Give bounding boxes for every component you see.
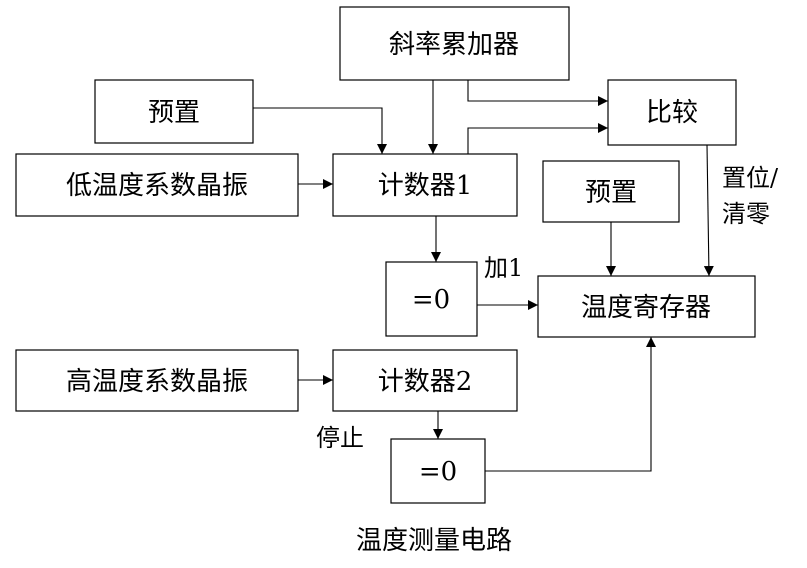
block-temp-register: 温度寄存器: [537, 275, 756, 338]
svg-text:=0: =0: [412, 285, 450, 315]
svg-text:=0: =0: [419, 457, 457, 487]
wire-zero-detect2-to-register: [485, 337, 656, 472]
block-high-temp-oscillator: 高温度系数晶振: [15, 349, 299, 412]
block-counter2: 计数器2: [332, 349, 518, 412]
wire-accumulator-to-compare: [467, 80, 608, 106]
svg-text:计数器1: 计数器1: [378, 171, 473, 201]
wire-compare-to-register: [703, 144, 714, 277]
block-slope-accumulator: 斜率累加器: [339, 6, 570, 81]
block-compare: 比较: [607, 79, 737, 146]
svg-text:比较: 比较: [646, 98, 698, 128]
block-zero-detect2: =0: [390, 438, 486, 504]
svg-text:低温度系数晶振: 低温度系数晶振: [66, 171, 248, 201]
label-set-clear-line1: 置位/: [722, 164, 779, 192]
svg-text:斜率累加器: 斜率累加器: [389, 30, 519, 60]
wire-preset-to-counter1: [253, 107, 387, 154]
block-counter1: 计数器1: [332, 153, 518, 217]
block-low-temp-oscillator: 低温度系数晶振: [15, 153, 299, 217]
svg-text:温度寄存器: 温度寄存器: [581, 293, 711, 323]
label-set-clear-line2: 清零: [722, 200, 770, 228]
block-preset-right: 预置: [542, 160, 680, 223]
label-increment: 加1: [484, 254, 523, 282]
svg-text:计数器2: 计数器2: [378, 367, 473, 397]
svg-text:高温度系数晶振: 高温度系数晶振: [66, 367, 248, 397]
block-preset-top: 预置: [94, 79, 254, 144]
diagram-caption: 温度测量电路: [356, 526, 512, 556]
svg-text:预置: 预置: [585, 178, 637, 208]
svg-text:预置: 预置: [148, 98, 200, 128]
label-stop: 停止: [316, 424, 364, 452]
block-zero-detect1: =0: [385, 261, 478, 337]
wire-counter1-to-compare: [467, 123, 608, 154]
